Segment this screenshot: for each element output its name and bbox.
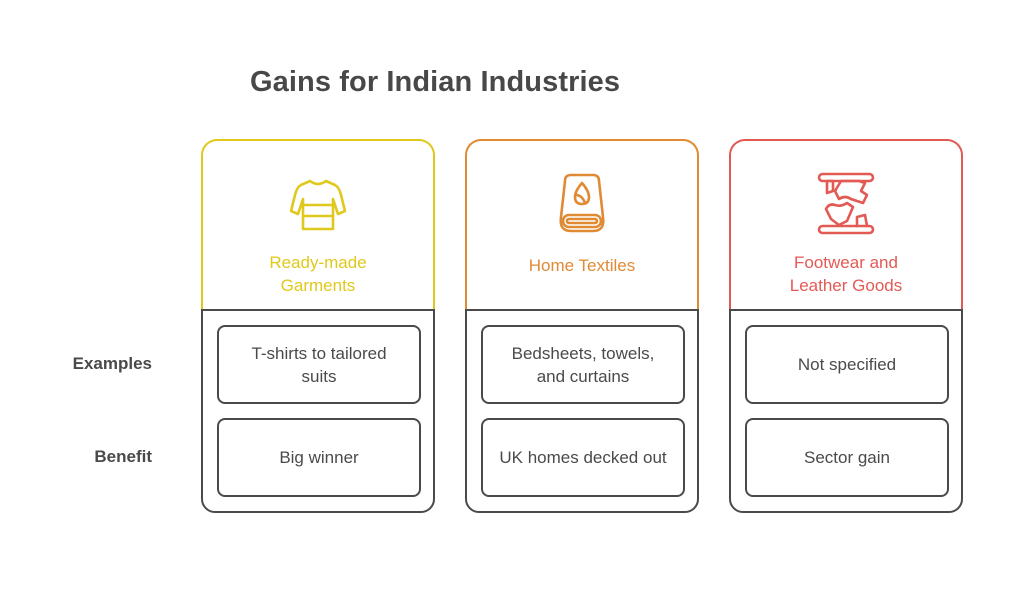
- card-title-line: Home Textiles: [528, 256, 636, 275]
- card-header: Footwear and Leather Goods: [729, 139, 963, 311]
- industry-card-garments: Ready-made Garments T-shirts to tailored…: [201, 139, 435, 513]
- card-body: Bedsheets, towels, and curtains UK homes…: [465, 309, 699, 513]
- benefit-cell: Sector gain: [745, 418, 949, 497]
- examples-cell: Not specified: [745, 325, 949, 404]
- row-label-examples: Examples: [72, 354, 152, 373]
- benefit-cell: Big winner: [217, 418, 421, 497]
- card-title-line: Ready-made: [269, 253, 367, 272]
- industry-card-textiles: Home Textiles Bedsheets, towels, and cur…: [465, 139, 699, 513]
- card-body: T-shirts to tailored suits Big winner: [201, 309, 435, 513]
- shirt-icon: [289, 179, 347, 231]
- towel-icon: [559, 173, 605, 233]
- card-title: Footwear and Leather Goods: [731, 251, 961, 297]
- examples-cell: T-shirts to tailored suits: [217, 325, 421, 404]
- card-title: Ready-made Garments: [203, 251, 433, 297]
- row-label-benefit: Benefit: [94, 447, 152, 466]
- examples-cell: Bedsheets, towels, and curtains: [481, 325, 685, 404]
- page-title: Gains for Indian Industries: [250, 66, 621, 98]
- card-title-line: Garments: [280, 276, 356, 295]
- card-title-line: Footwear and: [794, 253, 898, 272]
- card-header: Ready-made Garments: [201, 139, 435, 311]
- benefit-cell: UK homes decked out: [481, 418, 685, 497]
- leather-press-icon: [817, 172, 875, 235]
- card-body: Not specified Sector gain: [729, 309, 963, 513]
- card-header: Home Textiles: [465, 139, 699, 311]
- card-title-line: Leather Goods: [789, 276, 903, 295]
- card-title: Home Textiles: [467, 254, 697, 277]
- industry-card-footwear: Footwear and Leather Goods Not specified…: [729, 139, 963, 513]
